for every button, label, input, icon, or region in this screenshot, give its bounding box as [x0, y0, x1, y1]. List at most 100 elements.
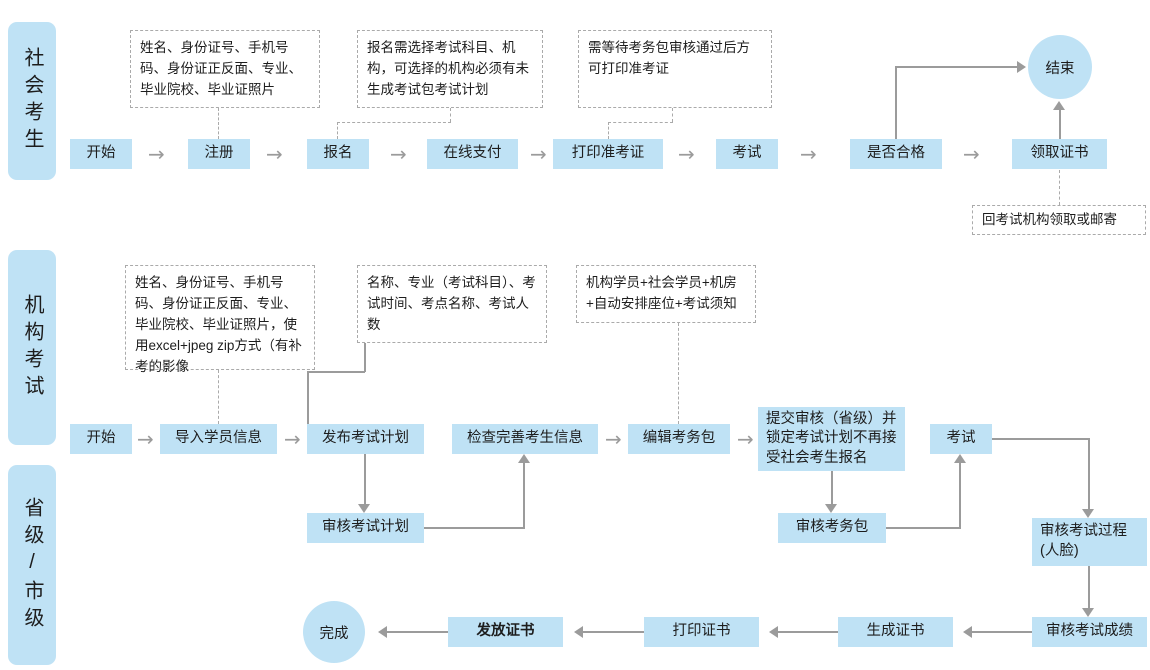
node-row1-signup[interactable]: 报名: [307, 139, 369, 169]
note-text: 姓名、身份证号、手机号码、身份证正反面、专业、毕业院校、毕业证照片，使用exce…: [135, 275, 302, 374]
arrow-right-icon: →: [737, 427, 754, 451]
arrow-right-icon: →: [284, 427, 301, 451]
arrowhead-generate-to-print: [769, 626, 778, 638]
node-row3-issue-certificate[interactable]: 发放证书: [448, 617, 563, 647]
note-leader-signup-c: [337, 122, 338, 139]
node-row3-review-exam-package[interactable]: 审核考务包: [778, 513, 886, 543]
edge-exam-to-reviewprocess-h: [992, 438, 1090, 440]
node-label: 结束: [1045, 60, 1075, 77]
edge-reviewpkg-to-exam-v: [959, 463, 961, 528]
node-label: 编辑考务包: [642, 430, 716, 447]
arrowhead-collect-to-end: [1053, 101, 1065, 110]
arrow-right-icon: →: [148, 142, 165, 166]
edge-qualified-to-end-v: [895, 66, 897, 139]
edge-publish-to-review-plan: [364, 454, 366, 504]
node-label: 考试: [732, 145, 762, 162]
node-label: 在线支付: [443, 145, 502, 162]
edge-reviewprocess-to-score: [1088, 566, 1090, 608]
arrowhead-reviewprocess-to-score: [1082, 608, 1094, 617]
node-label: 导入学员信息: [175, 430, 262, 447]
node-row1-online-payment[interactable]: 在线支付: [427, 139, 518, 169]
node-row1-start[interactable]: 开始: [70, 139, 132, 169]
node-label: 生成证书: [866, 623, 925, 640]
node-row2-start[interactable]: 开始: [70, 424, 132, 454]
note-leader-ticket-c: [608, 122, 609, 139]
node-row1-end[interactable]: 结束: [1028, 35, 1092, 99]
node-label: 审核考试计划: [322, 519, 409, 536]
arrowhead-issue-to-done: [378, 626, 387, 638]
node-row2-import-students[interactable]: 导入学员信息: [160, 424, 277, 454]
node-row1-collect-certificate[interactable]: 领取证书: [1012, 139, 1107, 169]
node-row2-exam[interactable]: 考试: [930, 424, 992, 454]
node-row1-is-qualified[interactable]: 是否合格: [850, 139, 942, 169]
note-exam-package-contents: 机构学员+社会学员+机房+自动安排座位+考试须知: [576, 265, 756, 323]
edge-planfields-v2: [307, 371, 309, 424]
note-text: 报名需选择考试科目、机构，可选择的机构必须有未生成考试包考试计划: [367, 40, 529, 97]
edge-score-to-generate: [972, 631, 1032, 633]
node-row3-review-exam-plan[interactable]: 审核考试计划: [307, 513, 424, 543]
arrow-right-icon: →: [963, 142, 980, 166]
note-leader-ticket-b: [608, 122, 673, 123]
node-label: 报名: [323, 145, 353, 162]
node-row1-print-admission-ticket[interactable]: 打印准考证: [553, 139, 663, 169]
node-label: 考试: [946, 430, 976, 447]
node-label: 是否合格: [867, 145, 925, 162]
node-row2-submit-review-lock-plan[interactable]: 提交审核（省级）并锁定考试计划不再接受社会考生报名: [758, 407, 905, 471]
note-leader-signup-b: [337, 122, 451, 123]
edge-issue-to-done: [387, 631, 448, 633]
edge-reviewpkg-to-exam-h: [886, 527, 961, 529]
node-row2-check-candidate-info[interactable]: 检查完善考生信息: [452, 424, 598, 454]
node-label: 开始: [86, 430, 116, 447]
node-row2-edit-exam-package[interactable]: 编辑考务包: [628, 424, 730, 454]
edge-planfields-h: [307, 371, 365, 373]
lane-label: 机构考试: [21, 293, 43, 402]
node-row3-done[interactable]: 完成: [303, 601, 365, 663]
note-text: 需等待考务包审核通过后方可打印准考证: [588, 40, 750, 76]
node-label: 审核考务包: [795, 519, 869, 536]
note-leader-signup-a: [450, 108, 451, 122]
note-import-student-fields: 姓名、身份证号、手机号码、身份证正反面、专业、毕业院校、毕业证照片，使用exce…: [125, 265, 315, 374]
arrow-right-icon: →: [137, 427, 154, 451]
lane-social-candidate: 社会考生: [8, 22, 56, 180]
lane-label: 省级/市级: [21, 496, 43, 634]
note-leader-import-student: [218, 370, 219, 424]
node-row3-print-certificate[interactable]: 打印证书: [644, 617, 759, 647]
note-text: 回考试机构领取或邮寄: [982, 211, 1117, 227]
edge-print-to-issue: [583, 631, 644, 633]
edge-collect-to-end-v: [1059, 110, 1061, 139]
note-text: 机构学员+社会学员+机房+自动安排座位+考试须知: [586, 275, 737, 311]
note-leader-exam-package: [678, 323, 679, 424]
node-row3-review-exam-process-face[interactable]: 审核考试过程(人脸): [1032, 518, 1147, 566]
arrowhead-to-end: [1017, 61, 1026, 73]
node-label: 审核考试过程(人脸): [1040, 523, 1127, 559]
node-row3-review-exam-score[interactable]: 审核考试成绩: [1032, 617, 1147, 647]
note-leader-pickup: [1059, 170, 1060, 205]
node-label: 审核考试成绩: [1046, 623, 1133, 640]
note-text: 姓名、身份证号、手机号码、身份证正反面、专业、毕业院校、毕业证照片: [140, 40, 302, 97]
lane-province-city: 省级/市级: [8, 465, 56, 665]
edge-exam-to-reviewprocess-v: [1088, 438, 1090, 509]
node-row1-register[interactable]: 注册: [188, 139, 250, 169]
arrow-right-icon: →: [678, 142, 695, 166]
arrow-right-icon: →: [800, 142, 817, 166]
node-row1-exam[interactable]: 考试: [716, 139, 778, 169]
note-exam-plan-fields: 名称、专业（考试科目）、考试时间、考点名称、考试人数: [357, 265, 547, 343]
note-leader-ticket-a: [672, 108, 673, 122]
edge-qualified-to-end-h: [895, 66, 1017, 68]
node-label: 领取证书: [1030, 145, 1089, 162]
node-label: 注册: [204, 145, 234, 162]
node-row2-publish-exam-plan[interactable]: 发布考试计划: [307, 424, 424, 454]
note-admission-ticket-rule: 需等待考务包审核通过后方可打印准考证: [578, 30, 772, 108]
lane-institution-exam: 机构考试: [8, 250, 56, 445]
arrowhead-reviewpkg-to-exam: [954, 454, 966, 463]
node-row3-generate-certificate[interactable]: 生成证书: [838, 617, 953, 647]
node-label: 打印准考证: [571, 145, 645, 162]
edge-reviewplan-to-check-v: [523, 463, 525, 528]
note-text: 名称、专业（考试科目）、考试时间、考点名称、考试人数: [367, 275, 536, 332]
note-register-fields: 姓名、身份证号、手机号码、身份证正反面、专业、毕业院校、毕业证照片: [130, 30, 320, 108]
note-signup-rules: 报名需选择考试科目、机构，可选择的机构必须有未生成考试包考试计划: [357, 30, 543, 108]
arrow-right-icon: →: [266, 142, 283, 166]
node-label: 完成: [319, 625, 349, 642]
arrowhead-publish-to-review-plan: [358, 504, 370, 513]
